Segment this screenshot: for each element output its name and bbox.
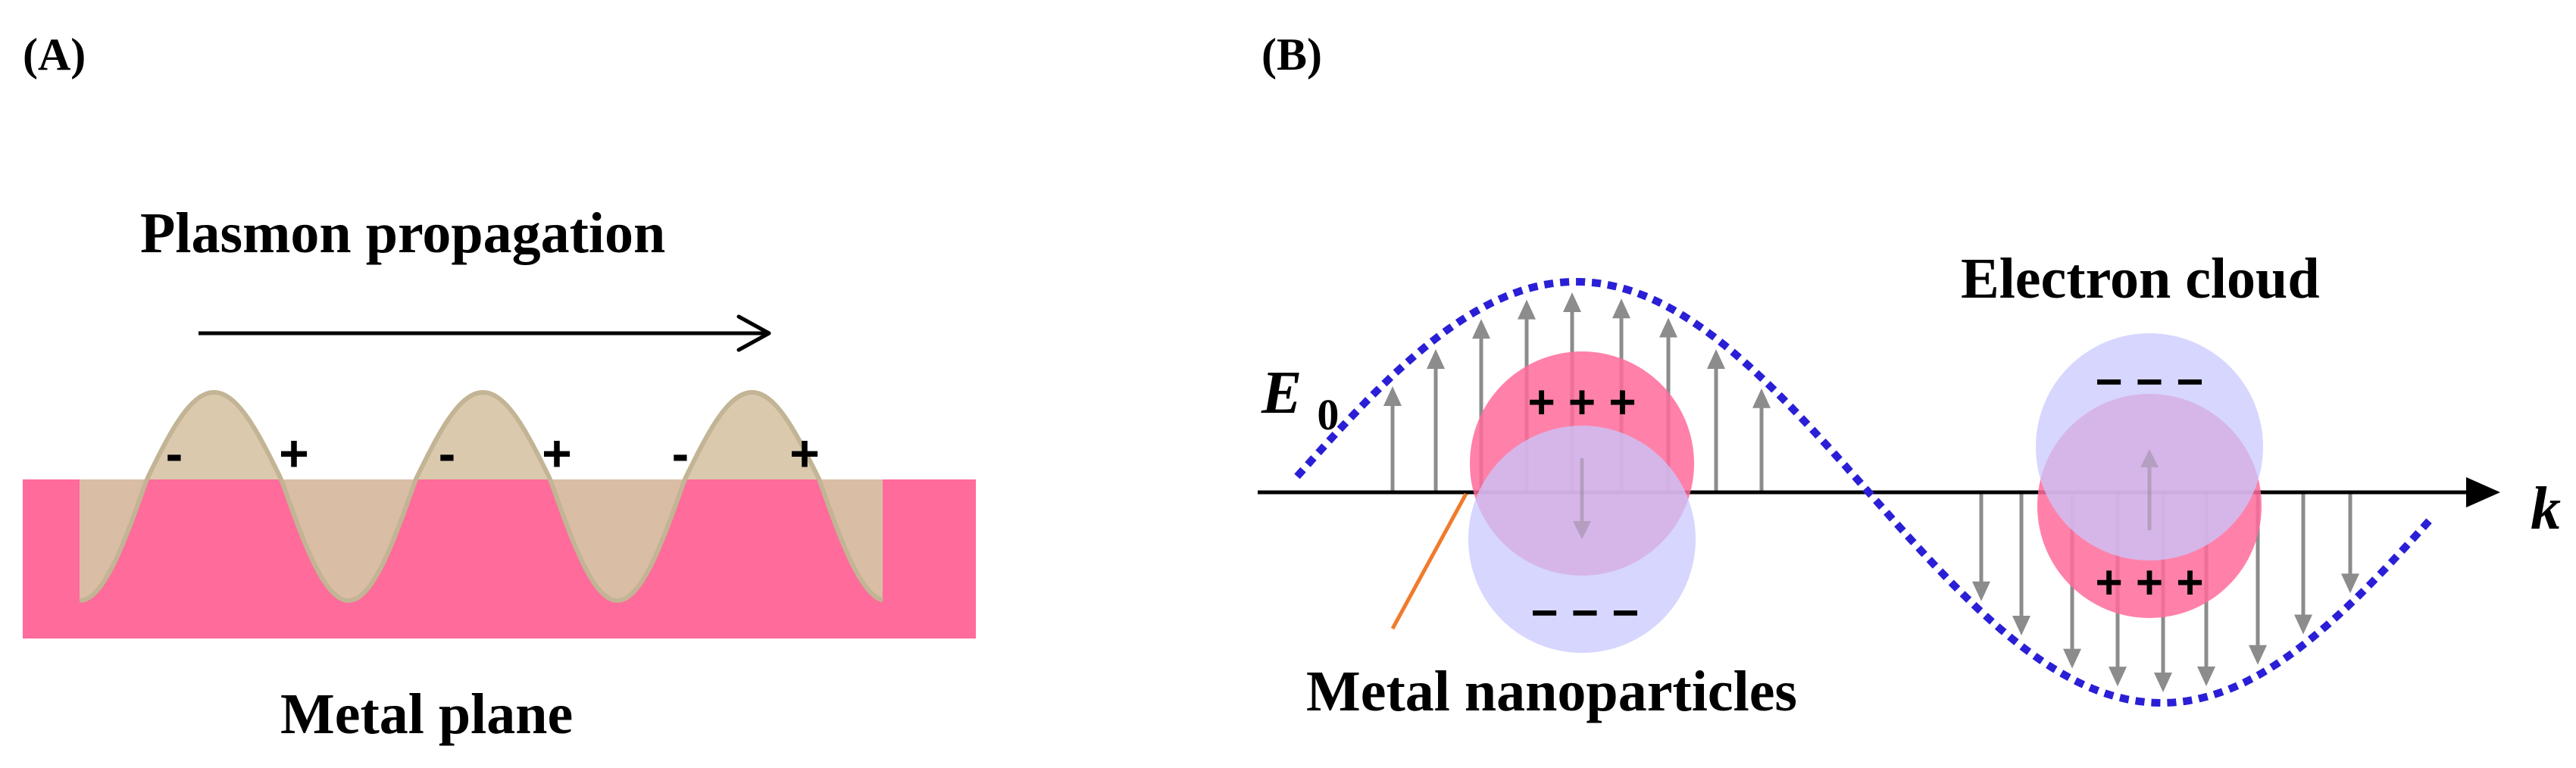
field-arrow-up-8 [1707,348,1725,492]
field-arrow-down-8 [2294,492,2312,635]
panel-b-label: (B) [1261,30,1322,80]
metal-nanoparticles-label: Metal nanoparticles [1306,660,1797,723]
wave-shape [79,389,883,604]
panel-a: (A) Plasmon propagation - + - + - + Meta… [23,30,976,746]
field-arrow-down-1 [1972,492,1990,601]
metal-plane-label: Metal plane [280,682,573,746]
k-axis [1258,477,2500,507]
plasmon-propagation-title: Plasmon propagation [140,201,665,265]
nanoparticle-2-inner-arrow [2140,449,2159,530]
nanoparticle-2: − − − + + + [2036,333,2263,618]
electron-cloud-label: Electron cloud [1961,247,2320,311]
electric-field-wave [1294,278,2437,707]
field-arrow-down-9 [2341,492,2359,594]
propagation-arrow [199,314,771,352]
plasmon-wave-outline [79,389,883,604]
nanoparticle-2-top-charges: − − − [2095,356,2203,408]
charge-plus-2: + [542,425,572,482]
field-arrow-up-2 [1427,348,1445,492]
field-arrow-up-1 [1383,386,1402,492]
nanoparticle-2-bottom-charges: + + + [2095,557,2203,609]
k-axis-label: k [2531,476,2561,542]
e0-symbol: E [1261,360,1302,426]
e0-subscript: 0 [1317,390,1339,439]
nanoparticle-2-electron-cloud [2036,333,2263,560]
charge-minus-1: - [166,425,183,482]
nanoparticle-1-bottom-charges: − − − [1530,587,1639,639]
nanoparticle-1: + + + − − − [1468,351,1696,653]
field-arrow-down-2 [2012,492,2030,636]
metal-plane [23,479,976,638]
panel-b: (B) k E 0 + + + − − − [1258,30,2561,723]
panel-a-label: (A) [23,30,86,80]
charge-minus-2: - [439,425,456,482]
nanoparticle-1-top-charges: + + + [1527,376,1636,429]
charge-plus-1: + [279,425,309,482]
charge-plus-3: + [789,425,820,482]
nanoparticle-1-electron-cloud [1468,426,1696,653]
field-arrow-up-9 [1752,388,1771,492]
charge-minus-3: - [672,425,689,482]
e0-label: E 0 [1261,360,1339,439]
nanoparticle-1-inner-arrow [1573,458,1591,539]
nanoparticle-pointer-line [1390,492,1468,630]
plasmon-wave-fill [80,392,883,601]
